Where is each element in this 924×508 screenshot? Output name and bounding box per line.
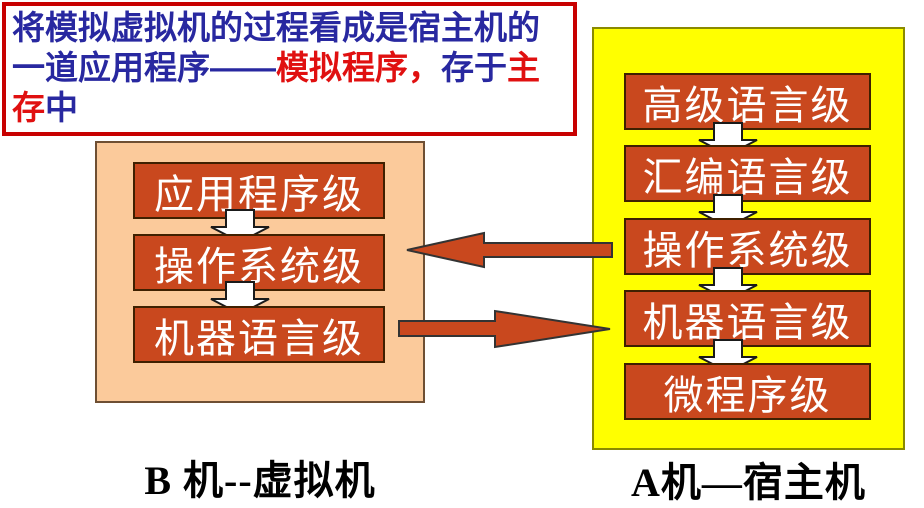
note-segment-highlight: 主 bbox=[507, 49, 540, 86]
level-box-machine-language-host: 机器语言级 bbox=[624, 290, 871, 347]
host-machine-caption: A机—宿主机 bbox=[631, 460, 866, 505]
note-segment-highlight: 模拟程序， bbox=[276, 49, 441, 86]
level-box-os-host: 操作系统级 bbox=[624, 218, 871, 275]
host-machine-container: 高级语言级 汇编语言级 操作系统级 机器语言级 微程序级 bbox=[592, 27, 905, 450]
level-box-os-virtual: 操作系统级 bbox=[133, 234, 385, 291]
note-segment: 一道应用程序—— bbox=[12, 49, 276, 86]
virtual-machine-caption: B 机--虚拟机 bbox=[144, 458, 376, 503]
level-box-assembly-language: 汇编语言级 bbox=[624, 145, 871, 202]
level-box-high-level-language: 高级语言级 bbox=[624, 73, 871, 130]
level-box-machine-language-virtual: 机器语言级 bbox=[133, 306, 385, 363]
note-line-3: 存中 bbox=[12, 88, 569, 128]
level-box-microprogram: 微程序级 bbox=[624, 363, 871, 420]
note-line-2: 一道应用程序——模拟程序，存于主 bbox=[12, 48, 569, 88]
note-segment: 中 bbox=[45, 89, 78, 126]
note-segment: 将模拟虚拟机的过程看成是宿主机的 bbox=[12, 9, 540, 46]
arrow-right-virtual-to-host-icon bbox=[398, 309, 611, 349]
arrow-left-host-to-virtual-icon bbox=[406, 231, 613, 269]
virtual-machine-container: 应用程序级 操作系统级 机器语言级 bbox=[95, 141, 425, 403]
note-segment: 存于 bbox=[441, 49, 507, 86]
note-box: 将模拟虚拟机的过程看成是宿主机的 一道应用程序——模拟程序，存于主 存中 bbox=[2, 2, 577, 136]
note-line-1: 将模拟虚拟机的过程看成是宿主机的 bbox=[12, 8, 569, 48]
note-segment-highlight: 存 bbox=[12, 89, 45, 126]
level-box-application: 应用程序级 bbox=[133, 162, 385, 219]
